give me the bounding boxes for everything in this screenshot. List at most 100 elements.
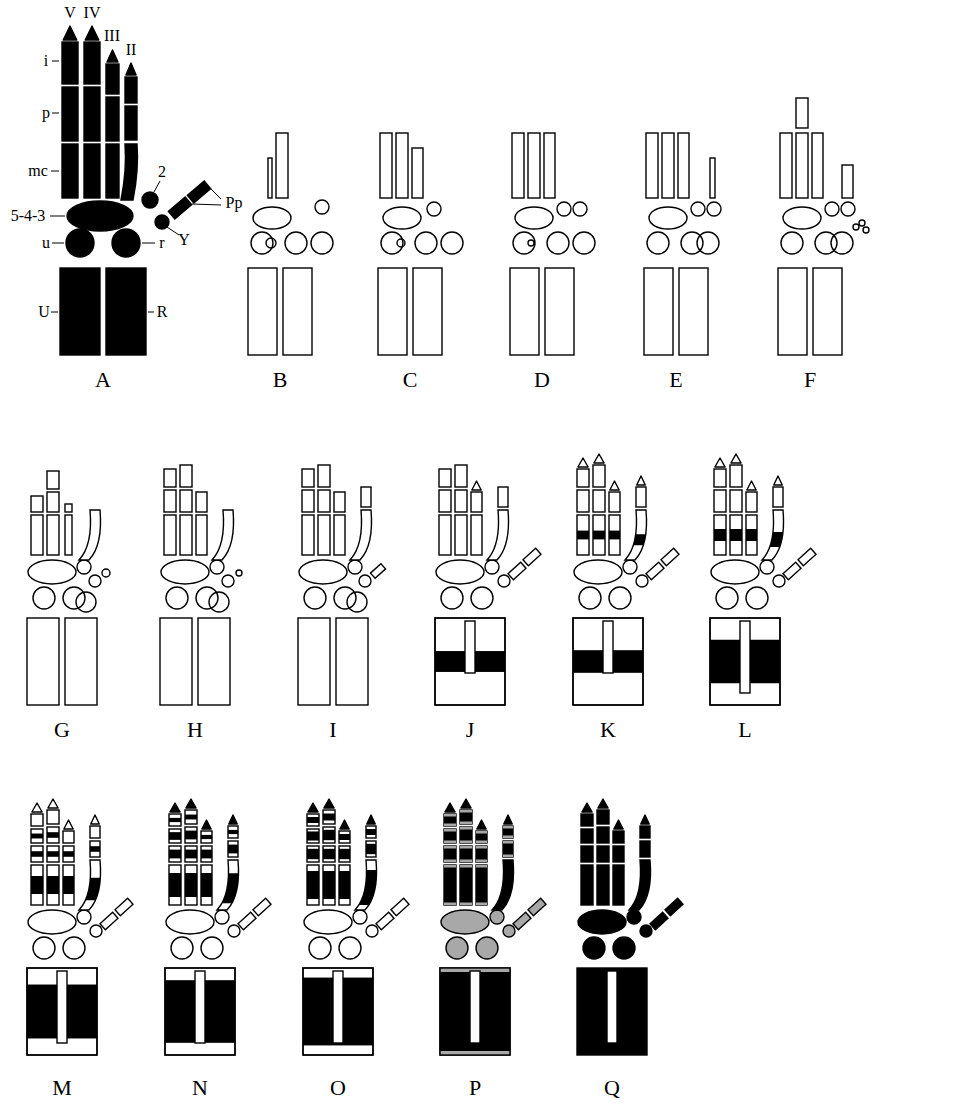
limb-panel	[440, 799, 546, 1055]
bone-segment	[412, 148, 423, 198]
bone-segment	[47, 492, 59, 512]
ulnare	[304, 587, 326, 609]
panel-letter: K	[600, 719, 616, 741]
ungual-tip	[504, 815, 513, 824]
bone-segment	[710, 158, 715, 198]
ossification-band	[730, 529, 742, 541]
ungual-tip	[610, 481, 619, 490]
prepollex	[665, 898, 683, 915]
ulnare	[33, 937, 55, 959]
ungual-tip	[477, 820, 486, 829]
bone-segment	[334, 515, 345, 555]
cartilage-joint	[460, 846, 472, 849]
bone-segment	[396, 133, 408, 198]
bone-segment	[730, 515, 742, 555]
panel-letter: E	[669, 369, 682, 391]
forearm	[710, 618, 780, 705]
cartilage-joint	[444, 841, 456, 844]
distal-carpal-2	[485, 560, 499, 574]
cartilage-joint	[460, 822, 472, 825]
part-label: 5-4-3	[11, 208, 46, 224]
ossification-band	[228, 845, 238, 854]
bone-segment	[796, 133, 808, 198]
ulna	[510, 268, 539, 355]
proximal-carpal	[311, 232, 333, 254]
prepollex	[102, 569, 110, 577]
bone-segment	[640, 826, 650, 838]
distal-carpal	[853, 224, 859, 230]
ulna	[60, 268, 100, 355]
prepollex	[391, 898, 409, 915]
panel-letter: G	[54, 719, 70, 741]
ossification-band	[440, 968, 510, 1055]
forearm	[577, 968, 647, 1055]
prepollex	[236, 570, 242, 576]
curved-metacarpal	[487, 510, 509, 560]
bone-segment	[63, 846, 74, 862]
intermedium	[76, 592, 96, 612]
ungual-tip	[308, 803, 318, 812]
ossification-band	[169, 873, 181, 897]
curved-metacarpal	[629, 860, 651, 910]
ossification-band	[307, 817, 319, 823]
limb-panel	[298, 465, 386, 705]
bone-segment	[444, 829, 456, 843]
radiale	[476, 937, 498, 959]
distal-carpal-2	[142, 192, 158, 208]
proximal-carpal	[441, 232, 463, 254]
bone-segment	[812, 133, 823, 198]
bone-segment	[613, 831, 624, 843]
bone-segment	[169, 846, 181, 862]
bone-segment	[185, 865, 197, 905]
radiale	[613, 937, 635, 959]
bone-segment	[460, 865, 472, 905]
ossification-band	[185, 873, 197, 897]
element-y	[359, 575, 371, 587]
ossification-band	[201, 850, 212, 859]
cartilage-joint	[460, 810, 472, 813]
bone-segment	[164, 490, 176, 512]
ungual-tip	[32, 803, 42, 812]
proximal-carpal	[285, 232, 307, 254]
bone-segment	[323, 827, 335, 843]
ungual-tip	[472, 481, 481, 490]
forearm-outline	[303, 968, 373, 1055]
bone-segment	[361, 487, 371, 507]
bone-segment	[498, 487, 508, 507]
panel-letter: P	[469, 1077, 481, 1099]
ossification-band	[339, 849, 350, 859]
proximal-carpal	[415, 232, 437, 254]
panel-letter: D	[534, 369, 550, 391]
ungual-tip	[107, 50, 118, 62]
cartilage-joint	[476, 831, 487, 834]
bone-segment	[460, 827, 472, 843]
panel-letter: A	[95, 369, 111, 391]
radius	[198, 618, 230, 705]
bone-segment	[577, 490, 589, 512]
limb-panel	[27, 471, 110, 705]
distal-carpal-2	[348, 560, 362, 574]
distal-carpal-5-4-3	[253, 207, 291, 229]
forearm	[27, 968, 97, 1055]
ossification-band	[47, 851, 59, 857]
cartilage-joint	[444, 846, 456, 849]
ulnare	[583, 937, 605, 959]
bone-segment	[323, 810, 335, 824]
ulnare	[309, 937, 331, 959]
radius	[336, 618, 368, 705]
distal-carpal-2	[760, 560, 774, 574]
bone-segment	[307, 846, 319, 862]
radiale	[471, 587, 493, 609]
prepollex	[168, 197, 191, 219]
ossification-band	[31, 876, 43, 894]
bone-segment	[31, 829, 43, 843]
ungual-tip	[747, 481, 756, 490]
bone-segment	[339, 846, 350, 862]
bone-segment	[106, 97, 119, 141]
ungual-tip	[170, 803, 180, 812]
bone-segment	[63, 831, 74, 843]
part-label: Y	[178, 232, 190, 248]
forearm	[165, 968, 235, 1055]
ossification-band	[90, 846, 100, 852]
curved-metacarpal	[355, 860, 377, 910]
